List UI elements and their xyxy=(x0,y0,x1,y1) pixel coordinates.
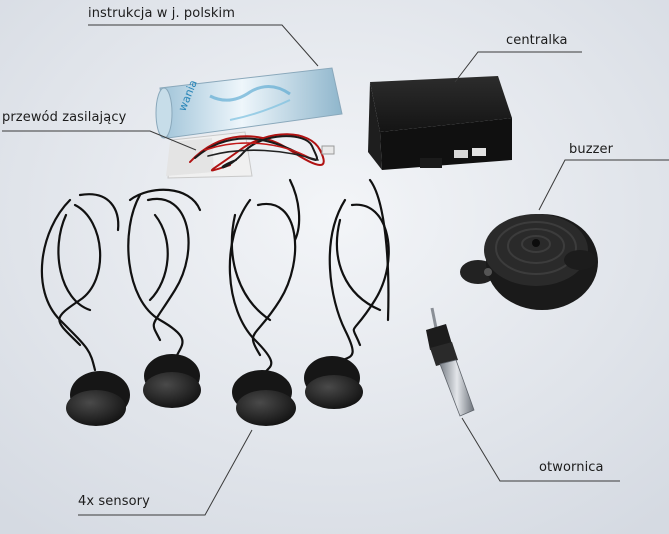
sensor-2 xyxy=(143,354,201,408)
sensor-4 xyxy=(304,356,363,409)
sensor-3 xyxy=(232,370,296,426)
label-instruction: instrukcja w j. polskim xyxy=(88,6,236,21)
label-hole-saw: otwornica xyxy=(539,460,604,475)
sensor-1 xyxy=(66,371,130,426)
hole-saw-tool xyxy=(426,307,475,417)
label-control-unit: centralka xyxy=(506,33,568,48)
instruction-roll: wania xyxy=(155,67,343,139)
sensor-cables xyxy=(40,178,390,380)
callout-lines xyxy=(2,24,669,516)
buzzer-device xyxy=(460,214,598,310)
label-power-cable: przewód zasilający xyxy=(2,110,127,125)
control-unit xyxy=(368,76,512,170)
power-cable xyxy=(189,133,335,172)
label-buzzer: buzzer xyxy=(569,142,614,157)
label-sensors: 4x sensory xyxy=(78,494,150,509)
